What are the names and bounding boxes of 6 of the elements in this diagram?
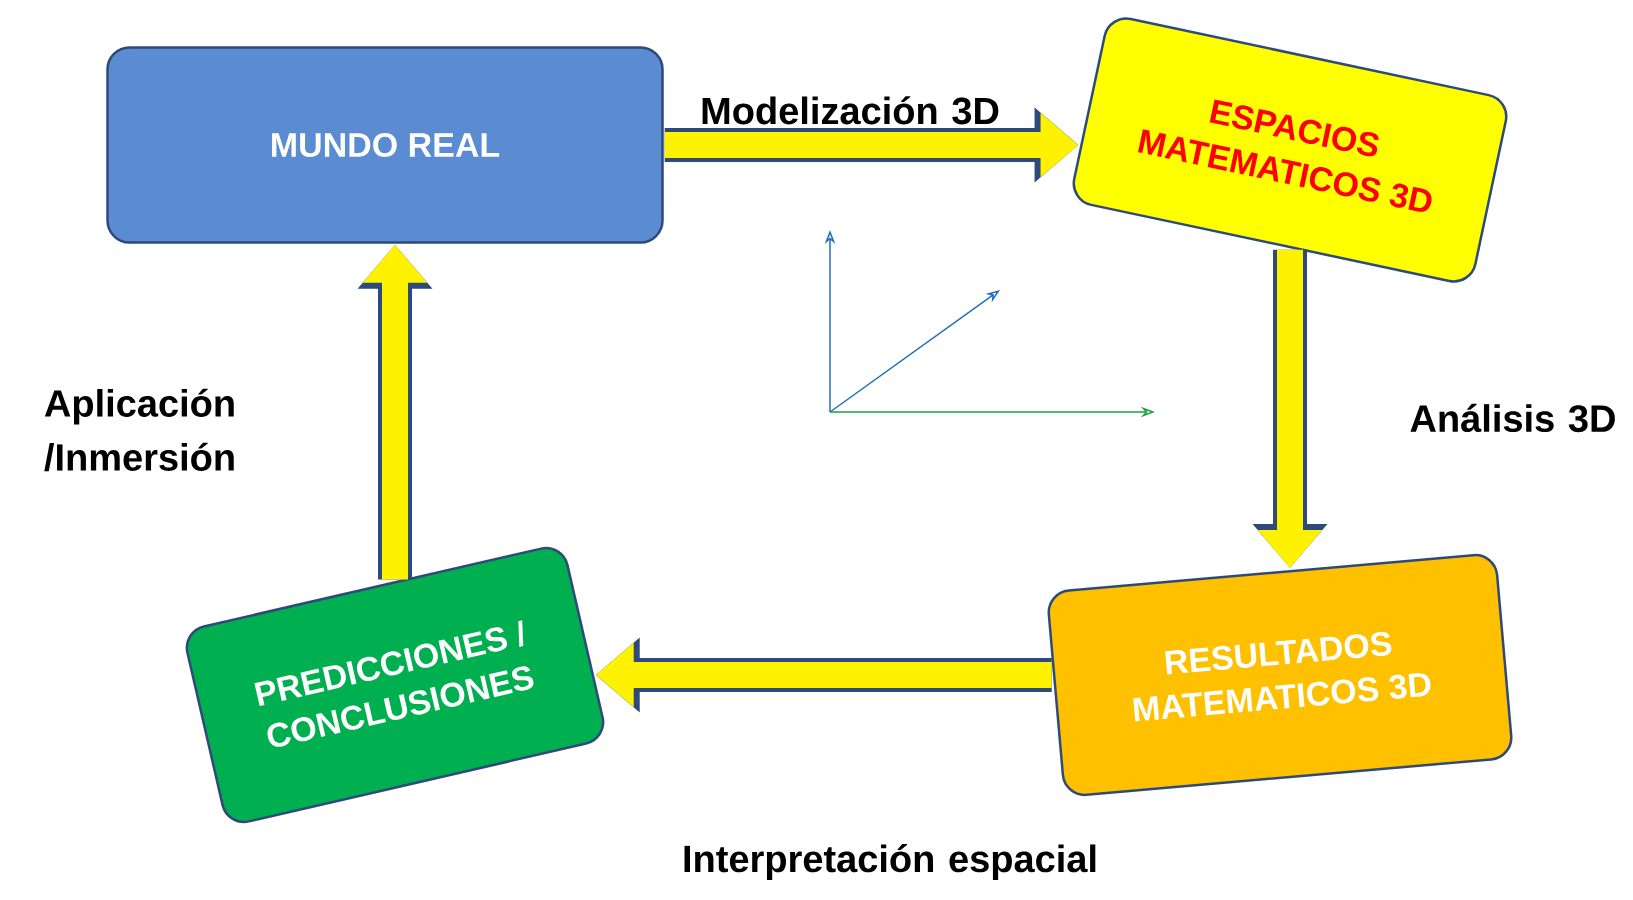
slanted-box: RESULTADOS MATEMATICOS 3D — [1047, 553, 1513, 797]
edge-label: Análisis 3D — [1410, 403, 1615, 433]
rounded-box: MUNDO REAL — [106, 46, 664, 244]
edge-label: Interpretación espacial — [684, 844, 1096, 880]
edge-label: Modelización 3D — [702, 96, 999, 125]
edge-label: Aplicación /Inmersión — [44, 388, 234, 472]
